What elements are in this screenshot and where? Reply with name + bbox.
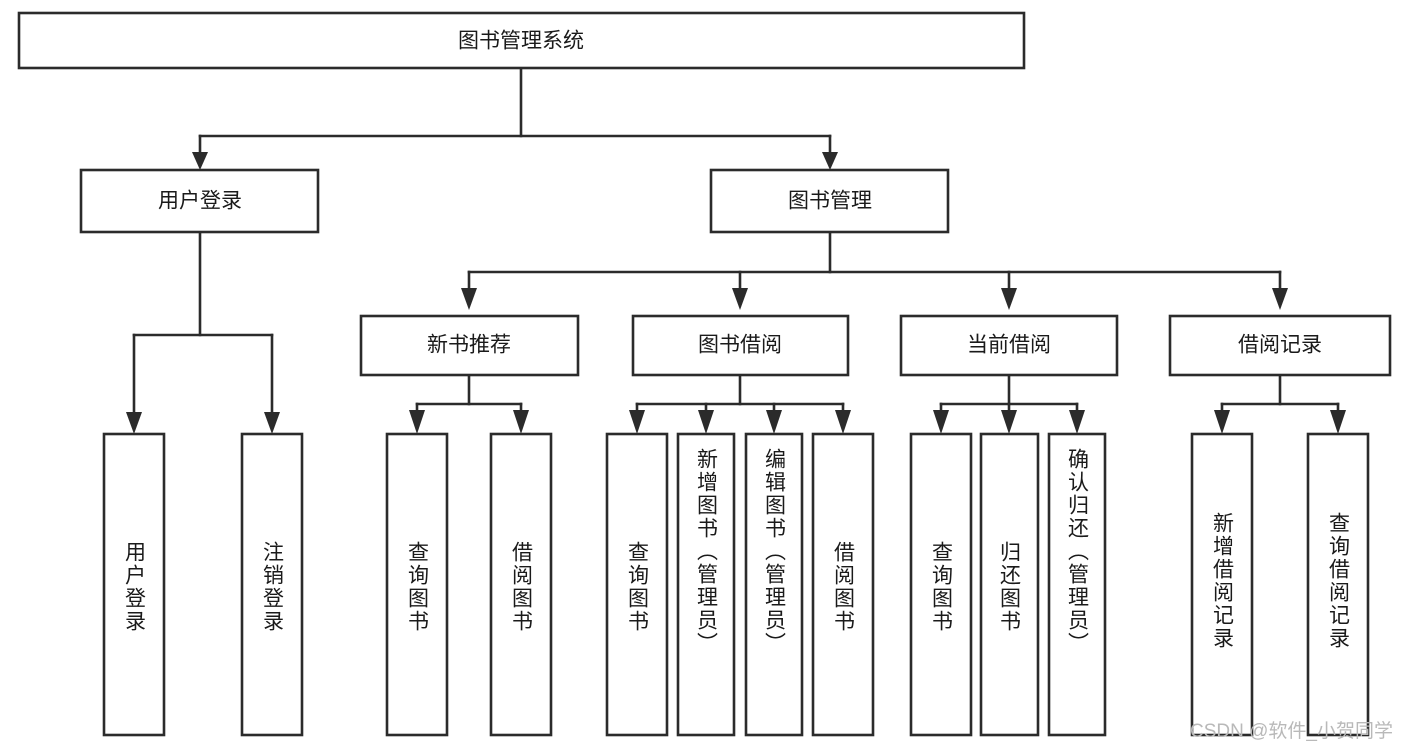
arrow-leaf-query-book-3 — [933, 410, 949, 434]
node-current-borrow-label: 当前借阅 — [967, 334, 1051, 357]
node-user-login[interactable]: 用户登录 — [79, 168, 320, 234]
arrow-leaf-borrow-book-2 — [835, 410, 851, 434]
leaf-logout-label: 注销登录 — [261, 541, 285, 633]
node-new-book-recommend-label: 新书推荐 — [427, 334, 511, 357]
node-book-borrow[interactable]: 图书借阅 — [631, 314, 850, 377]
leaf-query-borrow-record-box[interactable] — [1306, 432, 1370, 737]
leaf-query-book-borrow[interactable]: 查询图书 — [605, 432, 669, 737]
arrow-to-user-login — [192, 152, 208, 170]
leaf-query-book-recommend-label: 查询图书 — [406, 541, 430, 633]
leaf-query-borrow-record[interactable]: 查询借阅记录 — [1306, 432, 1370, 737]
arrow-to-borrow-record — [1272, 288, 1288, 310]
leaf-edit-book-label: 编辑图书（管理员） — [763, 448, 787, 655]
node-book-management-box[interactable] — [709, 168, 950, 234]
leaf-confirm-return[interactable]: 确认归还（管理员） — [1047, 432, 1107, 737]
arrow-leaf-query-record — [1330, 410, 1346, 434]
node-user-login-box[interactable] — [79, 168, 320, 234]
leaf-query-book-borrow-box[interactable] — [605, 432, 669, 737]
arrow-leaf-logout — [264, 412, 280, 434]
node-borrow-record[interactable]: 借阅记录 — [1168, 314, 1392, 377]
leaf-user-login-box[interactable] — [102, 432, 166, 737]
leaf-borrow-book[interactable]: 借阅图书 — [811, 432, 875, 737]
arrow-leaf-return-book — [1001, 410, 1017, 434]
leaf-borrow-book-recommend[interactable]: 借阅图书 — [489, 432, 553, 737]
leaf-add-book-label: 新增图书（管理员） — [695, 448, 719, 655]
leaf-add-book[interactable]: 新增图书（管理员） — [676, 432, 736, 737]
leaf-borrow-book-recommend-box[interactable] — [489, 432, 553, 737]
leaf-return-book-box[interactable] — [979, 432, 1040, 737]
leaf-query-book-recommend[interactable]: 查询图书 — [385, 432, 449, 737]
arrow-leaf-user-login — [126, 412, 142, 434]
leaf-query-book-borrow-label: 查询图书 — [626, 541, 650, 633]
leaf-query-book-current[interactable]: 查询图书 — [909, 432, 973, 737]
leaf-borrow-book-recommend-label: 借阅图书 — [510, 541, 534, 633]
node-book-borrow-box[interactable] — [631, 314, 850, 377]
leaf-return-book-label: 归还图书 — [998, 541, 1022, 633]
node-root-label: 图书管理系统 — [458, 30, 584, 53]
leaf-query-borrow-record-label: 查询借阅记录 — [1327, 512, 1351, 650]
arrow-to-current-borrow — [1001, 288, 1017, 310]
arrow-leaf-edit-book — [766, 410, 782, 434]
arrow-leaf-confirm-return — [1069, 410, 1085, 434]
leaf-query-book-current-box[interactable] — [909, 432, 973, 737]
arrow-to-book-mgmt — [822, 152, 838, 170]
leaf-edit-book[interactable]: 编辑图书（管理员） — [744, 432, 804, 737]
leaf-borrow-book-box[interactable] — [811, 432, 875, 737]
arrow-to-book-borrow — [732, 288, 748, 310]
leaf-add-book-box[interactable] — [676, 432, 736, 737]
leaf-logout[interactable]: 注销登录 — [240, 432, 304, 737]
arrow-leaf-borrow-book-1 — [513, 410, 529, 434]
arrow-leaf-query-book-1 — [409, 410, 425, 434]
node-book-management-label: 图书管理 — [788, 190, 872, 213]
connectors — [126, 66, 1346, 434]
leaf-confirm-return-label: 确认归还（管理员） — [1066, 448, 1090, 655]
node-borrow-record-box[interactable] — [1168, 314, 1392, 377]
leaf-confirm-return-box[interactable] — [1047, 432, 1107, 737]
arrow-leaf-add-record — [1214, 410, 1230, 434]
node-new-book-recommend-box[interactable] — [359, 314, 580, 377]
leaf-add-borrow-record-label: 新增借阅记录 — [1211, 512, 1235, 650]
leaf-user-login[interactable]: 用户登录 — [102, 432, 166, 737]
leaf-query-book-current-label: 查询图书 — [930, 541, 954, 633]
node-user-login-label: 用户登录 — [158, 190, 242, 213]
node-root-box[interactable] — [17, 11, 1026, 70]
node-new-book-recommend[interactable]: 新书推荐 — [359, 314, 580, 377]
node-root[interactable]: 图书管理系统 — [17, 11, 1026, 70]
node-borrow-record-label: 借阅记录 — [1238, 334, 1322, 357]
arrow-leaf-add-book — [698, 410, 714, 434]
leaf-edit-book-box[interactable] — [744, 432, 804, 737]
leaf-logout-box[interactable] — [240, 432, 304, 737]
node-book-borrow-label: 图书借阅 — [698, 334, 782, 357]
leaf-return-book[interactable]: 归还图书 — [979, 432, 1040, 737]
leaf-add-borrow-record-box[interactable] — [1190, 432, 1254, 737]
leaf-add-borrow-record[interactable]: 新增借阅记录 — [1190, 432, 1254, 737]
leaf-query-book-recommend-box[interactable] — [385, 432, 449, 737]
node-current-borrow[interactable]: 当前借阅 — [899, 314, 1119, 377]
leaf-user-login-label: 用户登录 — [123, 541, 147, 633]
leaf-borrow-book-label: 借阅图书 — [832, 541, 856, 633]
arrow-to-new-book-rec — [461, 288, 477, 310]
node-current-borrow-box[interactable] — [899, 314, 1119, 377]
arrow-leaf-query-book-2 — [629, 410, 645, 434]
node-book-management[interactable]: 图书管理 — [709, 168, 950, 234]
